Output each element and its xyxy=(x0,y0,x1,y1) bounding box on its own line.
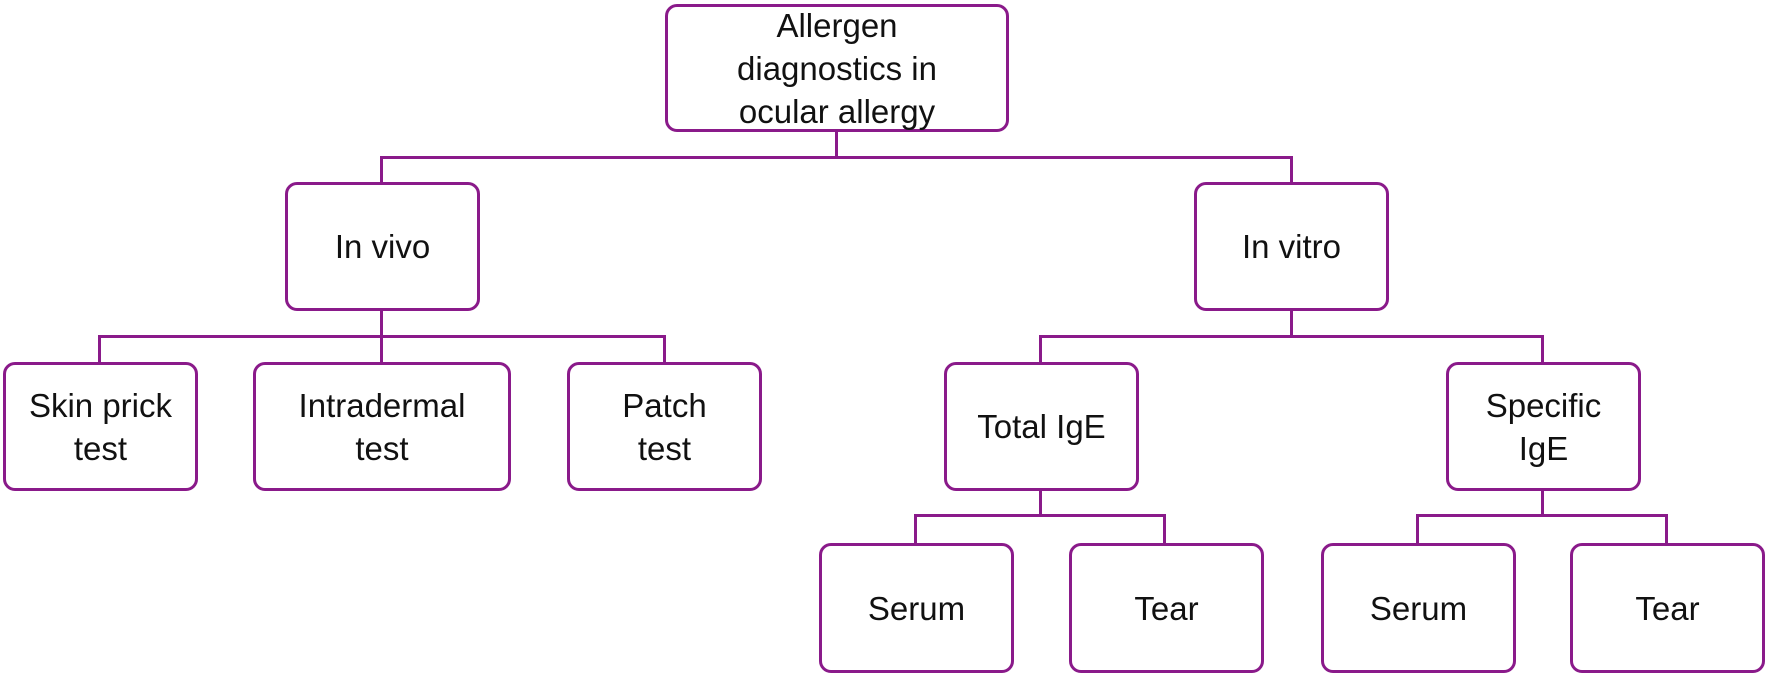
connector-to-skin-prick xyxy=(98,335,101,364)
total-ige-tear-label: Tear xyxy=(1134,589,1199,627)
total-ige-serum-node: Serum xyxy=(819,543,1014,673)
specific-ige-label: Specific IgE xyxy=(1485,386,1602,467)
skin-prick-test-label: Skin prick test xyxy=(28,386,173,467)
connector-to-specific-serum xyxy=(1416,514,1419,543)
connector-to-total-serum xyxy=(914,514,917,543)
connector-in-vitro-horizontal xyxy=(1039,335,1544,338)
intradermal-test-label: Intradermal test xyxy=(298,386,466,467)
in-vitro-label: In vitro xyxy=(1241,228,1342,265)
intradermal-test-node: Intradermal test xyxy=(253,362,511,491)
connector-total-ige-down xyxy=(1039,491,1042,516)
specific-ige-tear-node: Tear xyxy=(1570,543,1765,673)
skin-prick-test-node: Skin prick test xyxy=(3,362,198,491)
connector-total-ige-horizontal xyxy=(914,514,1166,517)
specific-ige-serum-label: Serum xyxy=(1369,589,1468,627)
connector-in-vitro-down xyxy=(1290,311,1293,337)
connector-to-intradermal xyxy=(380,335,383,364)
connector-specific-ige-horizontal xyxy=(1416,514,1668,517)
connector-to-patch xyxy=(663,335,666,364)
total-ige-serum-label: Serum xyxy=(867,589,966,627)
connector-in-vivo-down xyxy=(380,311,383,337)
specific-ige-tear-label: Tear xyxy=(1635,589,1700,627)
connector-root-down xyxy=(835,132,838,158)
total-ige-tear-node: Tear xyxy=(1069,543,1264,673)
connector-to-in-vivo xyxy=(380,156,383,184)
in-vitro-node: In vitro xyxy=(1194,182,1389,311)
in-vivo-node: In vivo xyxy=(285,182,480,311)
patch-test-label: Patch test xyxy=(622,386,707,467)
root-node-label: Allergen diagnostics in ocular allergy xyxy=(737,6,937,130)
connector-root-horizontal xyxy=(380,156,1293,159)
total-ige-label: Total IgE xyxy=(977,408,1106,445)
patch-test-node: Patch test xyxy=(567,362,762,491)
root-node: Allergen diagnostics in ocular allergy xyxy=(665,4,1009,132)
connector-to-specific-tear xyxy=(1665,514,1668,543)
connector-to-total-tear xyxy=(1163,514,1166,543)
connector-to-total-ige xyxy=(1039,335,1042,364)
connector-to-in-vitro xyxy=(1290,156,1293,184)
in-vivo-label: In vivo xyxy=(334,228,431,265)
specific-ige-serum-node: Serum xyxy=(1321,543,1516,673)
connector-specific-ige-down xyxy=(1541,491,1544,516)
total-ige-node: Total IgE xyxy=(944,362,1139,491)
connector-to-specific-ige xyxy=(1541,335,1544,364)
specific-ige-node: Specific IgE xyxy=(1446,362,1641,491)
